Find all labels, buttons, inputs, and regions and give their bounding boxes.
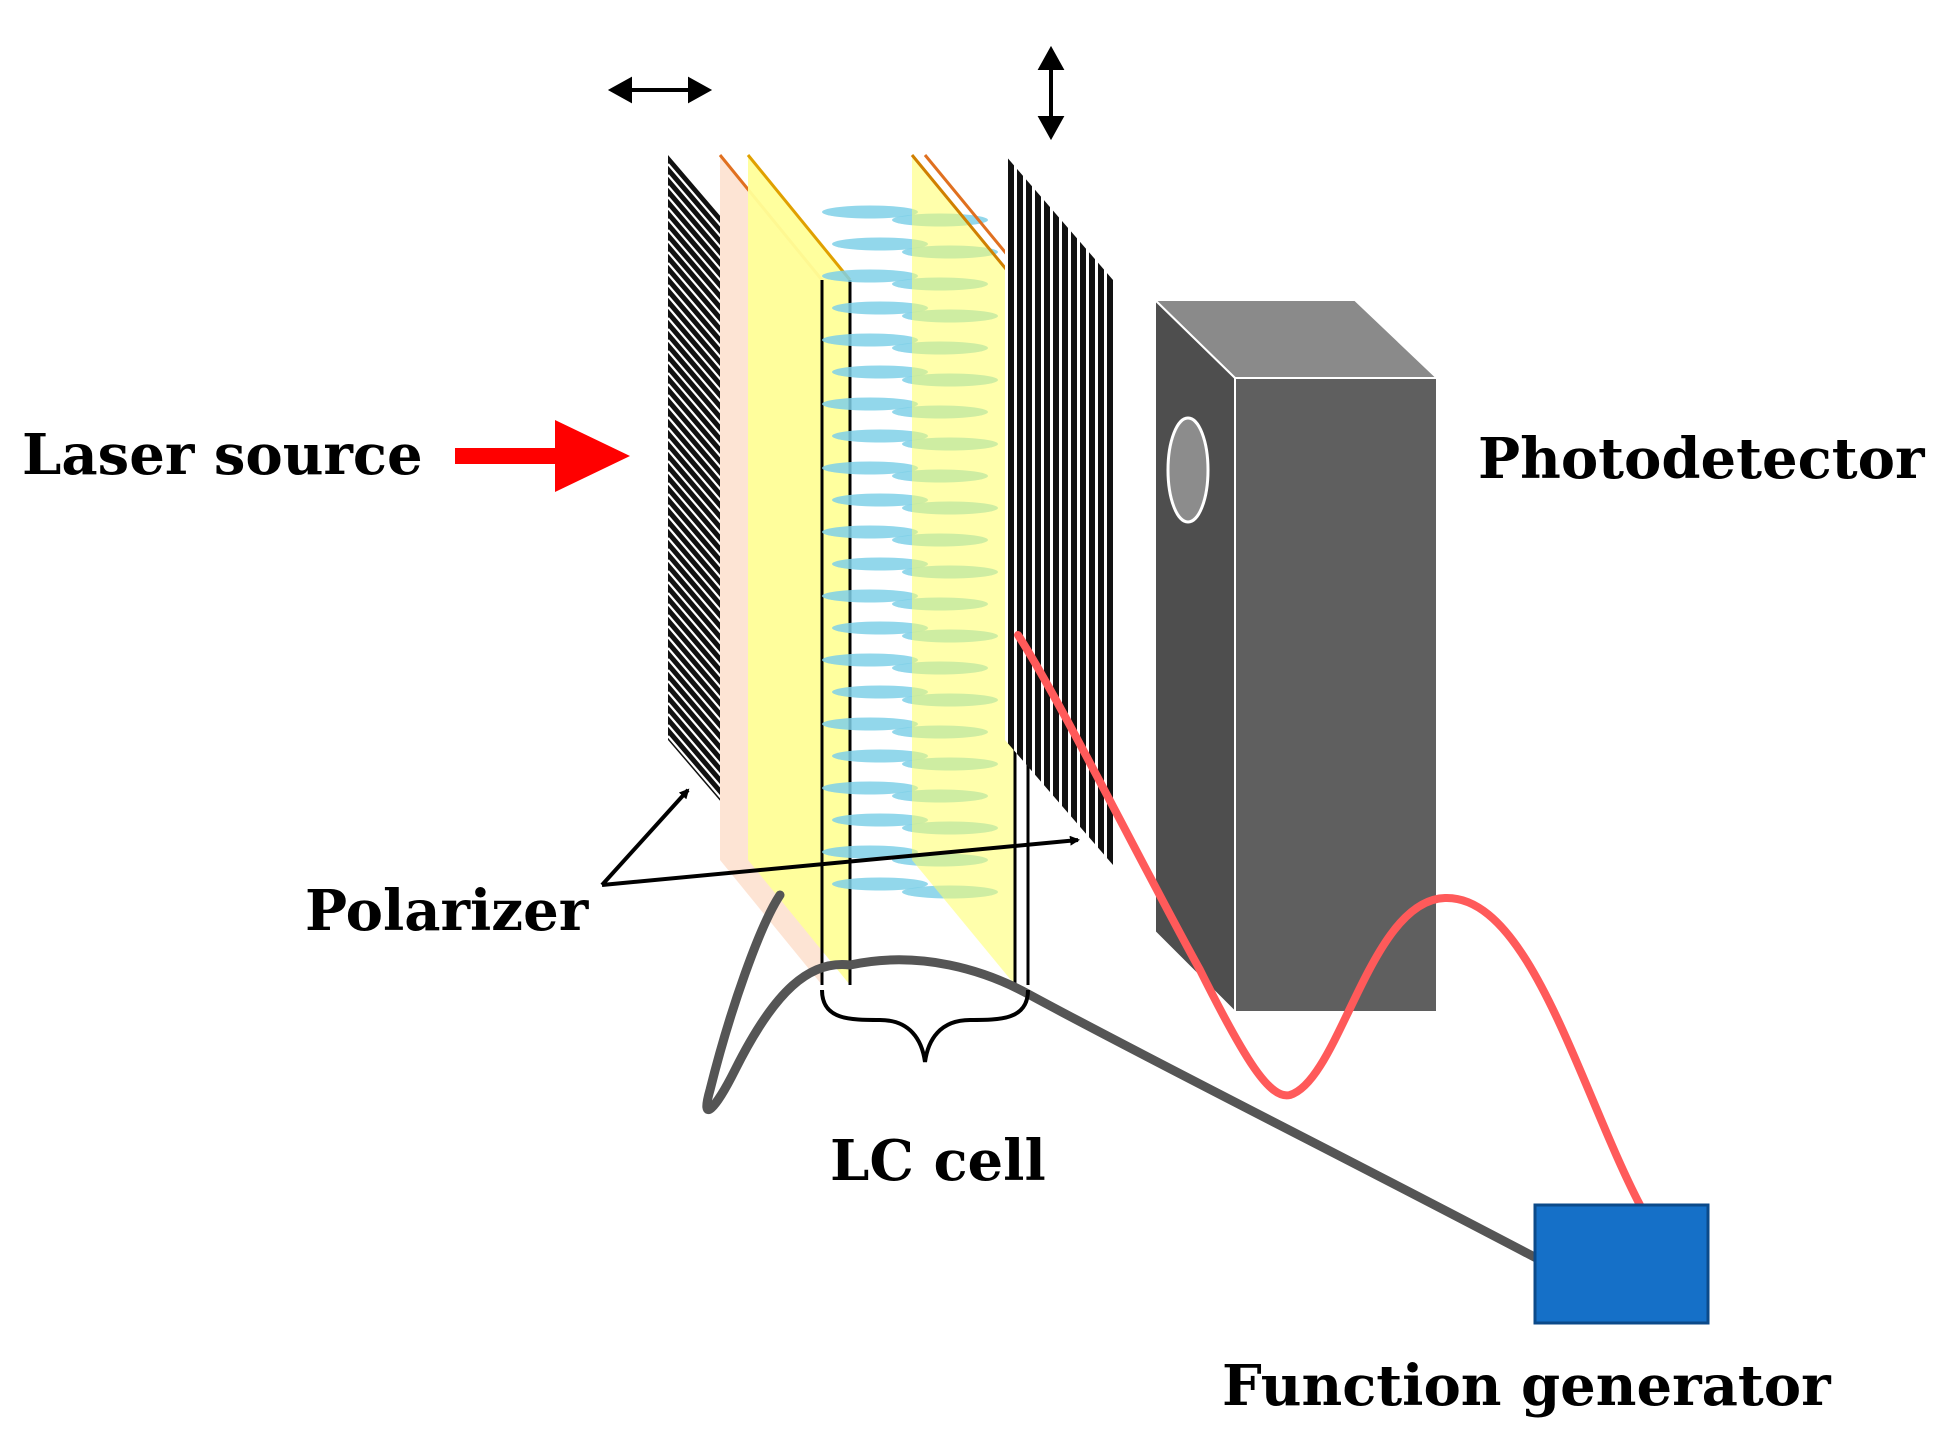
lc-molecule	[832, 301, 928, 315]
lc-molecule	[832, 685, 928, 699]
lc-molecule	[832, 429, 928, 443]
lc-molecule	[832, 813, 928, 827]
polarizer-label: Polarizer	[305, 878, 590, 944]
polarizer-pointer-arrows	[600, 788, 1080, 887]
photodetector-box	[1152, 297, 1440, 1015]
lc-molecule	[832, 365, 928, 379]
lc-molecule	[822, 461, 918, 475]
lc-molecule	[832, 493, 928, 507]
lc-molecule	[822, 653, 918, 667]
lc-molecule	[822, 397, 918, 411]
detector-aperture-icon	[1166, 416, 1210, 524]
lc-molecule	[832, 237, 928, 251]
function-generator-box	[1533, 1203, 1710, 1325]
lc-molecule	[822, 589, 918, 603]
function-generator-label: Function generator	[1222, 1353, 1832, 1419]
lc-molecule	[822, 333, 918, 347]
lc-molecule	[822, 781, 918, 795]
lc-molecule	[822, 717, 918, 731]
vertical-double-arrow-icon	[1037, 45, 1065, 141]
second-polarizer	[1005, 155, 1113, 865]
ground-wire	[702, 890, 1545, 1265]
lc-molecule	[832, 557, 928, 571]
lc-molecule	[822, 845, 918, 859]
lc-cell-label: LC cell	[830, 1128, 1046, 1194]
laser-source-label: Laser source	[22, 422, 423, 488]
lc-cell-brace	[820, 989, 1030, 1063]
lc-molecule	[832, 749, 928, 763]
horizontal-double-arrow-icon	[607, 76, 713, 104]
photodetector-front-face	[1234, 377, 1438, 1013]
front-electrode	[746, 154, 852, 985]
lc-molecule	[822, 525, 918, 539]
photodetector-label: Photodetector	[1478, 426, 1926, 492]
lc-molecule	[832, 621, 928, 635]
lc-molecule	[822, 269, 918, 283]
lc-molecule	[832, 877, 928, 891]
lc-molecule	[822, 205, 918, 219]
right-arrow-icon	[455, 420, 630, 492]
signal-wire	[1014, 631, 1644, 1209]
